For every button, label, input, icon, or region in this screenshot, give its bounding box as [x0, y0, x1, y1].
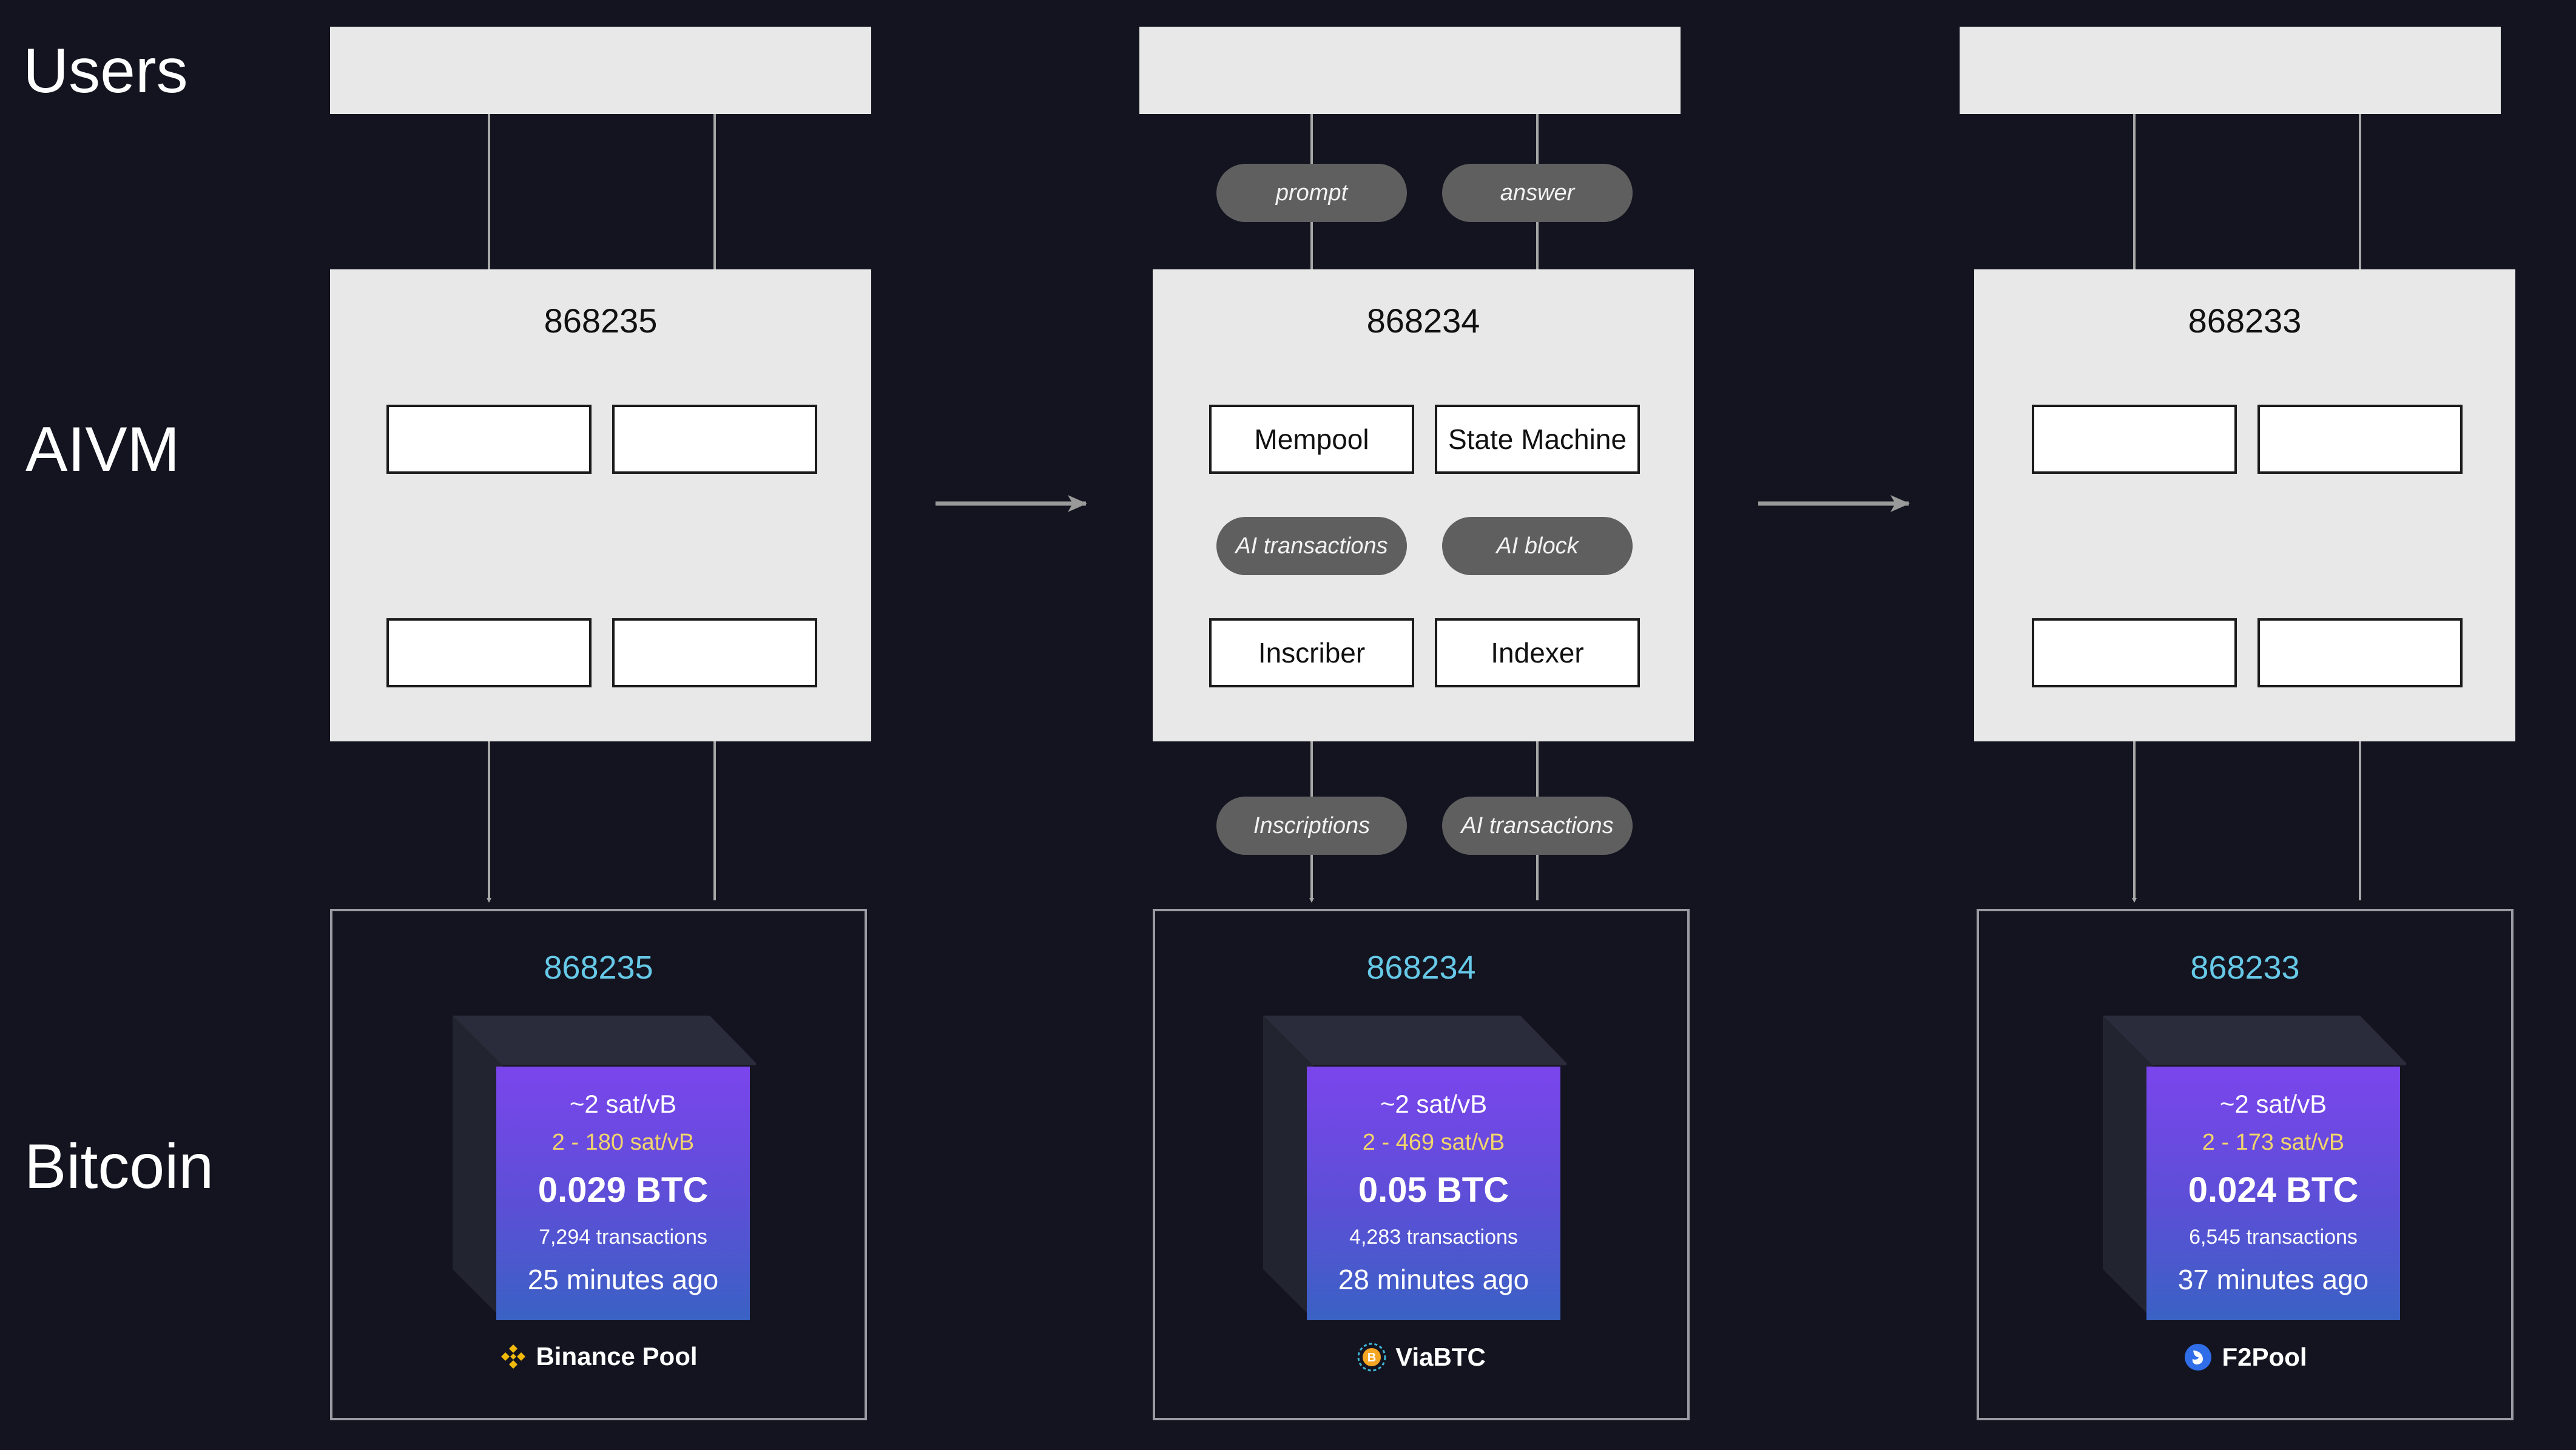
transaction-count: 6,545 transactions: [2189, 1226, 2358, 1249]
row-label-users: Users: [23, 36, 188, 106]
row-label-aivm: AIVM: [25, 414, 180, 485]
users-panel-col2: [1139, 27, 1681, 114]
svg-text:B: B: [1367, 1351, 1376, 1364]
flow-label-ai-transactions-bitcoin: AI transactions: [1442, 797, 1633, 855]
block-amount: 0.024 BTC: [2188, 1170, 2359, 1210]
block-amount: 0.05 BTC: [1358, 1170, 1509, 1210]
component-box-col1-bottom-right: [612, 618, 817, 687]
flow-label-answer: answer: [1442, 164, 1633, 222]
mining-pool: Binance Pool: [332, 1342, 865, 1371]
component-box-col3-bottom-left: [2032, 618, 2237, 687]
indexer-box: Indexer: [1435, 618, 1640, 687]
mining-pool: F2Pool: [1979, 1342, 2511, 1372]
bitcoin-block-height[interactable]: 868235: [544, 949, 653, 986]
aivm-block-number: 868234: [1366, 302, 1480, 340]
bitcoin-block-frame-col1: 868235 ~2 sat/vB 2 - 180 sat/vB 0.029 BT…: [330, 909, 867, 1420]
fee-range: 2 - 173 sat/vB: [2202, 1130, 2345, 1155]
median-fee: ~2 sat/vB: [1380, 1090, 1488, 1118]
cube-icon: [2103, 1016, 2406, 1319]
bitcoin-block-frame-col2: 868234 ~2 sat/vB 2 - 469 sat/vB 0.05 BTC…: [1153, 909, 1690, 1420]
cube-icon: [453, 1016, 756, 1319]
mining-pool-name: F2Pool: [2222, 1343, 2307, 1371]
block-age: 25 minutes ago: [527, 1264, 719, 1295]
cube-icon: [1263, 1016, 1566, 1319]
median-fee: ~2 sat/vB: [2219, 1090, 2327, 1118]
binance-pool-icon: [501, 1344, 526, 1369]
row-label-bitcoin: Bitcoin: [24, 1131, 214, 1202]
bitcoin-block-height[interactable]: 868233: [2190, 949, 2300, 986]
flow-label-ai-transactions-internal: AI transactions: [1216, 517, 1407, 575]
users-panel-col3: [1960, 27, 2501, 114]
mining-pool-name: Binance Pool: [536, 1342, 698, 1371]
viabtc-icon: B: [1357, 1343, 1386, 1372]
mempool-box: Mempool: [1209, 405, 1414, 474]
component-box-col1-top-left: [386, 405, 592, 474]
aivm-block-number: 868233: [2188, 302, 2302, 340]
mining-pool-name: ViaBTC: [1395, 1343, 1486, 1371]
transaction-count: 4,283 transactions: [1349, 1226, 1518, 1249]
median-fee: ~2 sat/vB: [569, 1090, 677, 1118]
state-machine-box: State Machine: [1435, 405, 1640, 474]
flow-label-prompt: prompt: [1216, 164, 1407, 222]
mining-pool: B ViaBTC: [1155, 1342, 1687, 1372]
bitcoin-block-frame-col3: 868233 ~2 sat/vB 2 - 173 sat/vB 0.024 BT…: [1977, 909, 2514, 1420]
bitcoin-block-height[interactable]: 868234: [1366, 949, 1476, 986]
f2pool-icon: [2185, 1344, 2212, 1371]
bitcoin-block-cube[interactable]: ~2 sat/vB 2 - 180 sat/vB 0.029 BTC 7,294…: [496, 1067, 750, 1320]
component-box-col1-top-right: [612, 405, 817, 474]
fee-range: 2 - 469 sat/vB: [1362, 1130, 1505, 1155]
bitcoin-block-cube[interactable]: ~2 sat/vB 2 - 173 sat/vB 0.024 BTC 6,545…: [2146, 1067, 2400, 1320]
component-box-col1-bottom-left: [386, 618, 592, 687]
block-amount: 0.029 BTC: [538, 1170, 709, 1210]
block-age: 28 minutes ago: [1338, 1264, 1529, 1295]
inscriber-box: Inscriber: [1209, 618, 1414, 687]
component-box-col3-top-left: [2032, 405, 2237, 474]
flow-label-ai-block: AI block: [1442, 517, 1633, 575]
component-box-col3-bottom-right: [2257, 618, 2463, 687]
transaction-count: 7,294 transactions: [539, 1226, 707, 1249]
block-age: 37 minutes ago: [2177, 1264, 2369, 1295]
fee-range: 2 - 180 sat/vB: [551, 1130, 695, 1155]
component-box-col3-top-right: [2257, 405, 2463, 474]
aivm-block-number: 868235: [544, 302, 658, 340]
bitcoin-block-cube[interactable]: ~2 sat/vB 2 - 469 sat/vB 0.05 BTC 4,283 …: [1307, 1067, 1560, 1320]
flow-label-inscriptions: Inscriptions: [1216, 797, 1407, 855]
users-panel-col1: [330, 27, 871, 114]
